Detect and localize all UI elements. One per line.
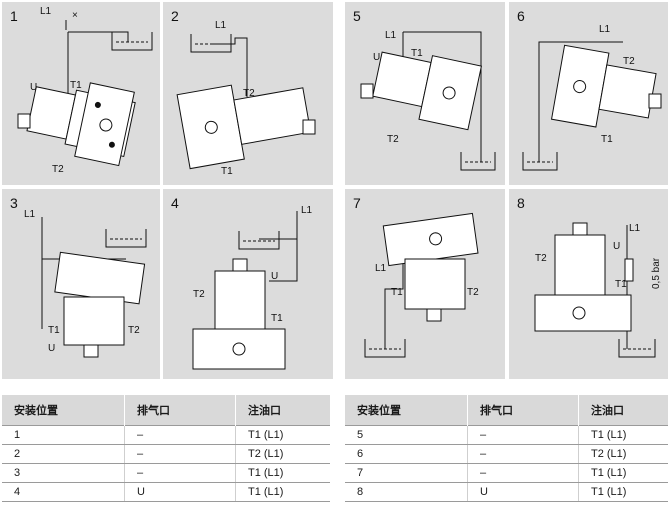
label-T2: T2 [193,289,205,300]
panel-6: 6 L1 T2 T1 [509,2,668,185]
table-row: 5–T1 (L1) [345,425,668,445]
pump-diagram-1: × L1 U T1 T2 [17,6,153,175]
label-L1: L1 [40,6,52,17]
label-T1: T1 [48,325,60,336]
pump-diagram-2: L1 T2 T1 [176,20,316,177]
panel-8: 8 L1 U T2 T1 0,5 bar [509,189,668,379]
panel-number: 5 [353,8,361,24]
header-fill: 注油口 [235,395,330,426]
mounting-table-left: 安装位置 排气口 注油口 1–T1 (L1) 2–T2 (L1) 3–T1 (L… [2,395,330,502]
pump-diagram-5: L1 U T1 T2 [360,30,496,171]
table-row: 6–T2 (L1) [345,444,668,464]
label-T2: T2 [387,134,399,145]
panel-number: 2 [171,8,179,24]
label-T1: T1 [391,287,403,298]
label-L1: L1 [215,20,227,31]
table-row: 2–T2 (L1) [2,444,330,464]
label-L1: L1 [375,263,387,274]
panel-2: 2 L1 T2 T1 [163,2,333,185]
label-U: U [48,343,55,354]
panel-number: 8 [517,195,525,211]
label-T2: T2 [52,164,64,175]
label-L1: L1 [599,24,611,35]
label-T2: T2 [623,56,635,67]
header-position: 安装位置 [2,395,125,426]
panel-3: 3 L1 T1 T2 U [2,189,160,379]
label-T2: T2 [467,287,479,298]
svg-text:×: × [72,10,78,21]
label-T2: T2 [535,253,547,264]
header-fill: 注油口 [578,395,668,426]
label-L1: L1 [301,205,313,216]
label-T1: T1 [411,48,423,59]
pump-diagram-6: L1 T2 T1 [522,24,662,171]
panel-number: 3 [10,195,18,211]
label-L1: L1 [629,223,641,234]
panel-number: 4 [171,195,179,211]
label-T2: T2 [243,88,255,99]
label-U: U [613,241,620,252]
label-T1: T1 [601,134,613,145]
panel-number: 7 [353,195,361,211]
label-U: U [30,82,37,93]
label-U: U [271,271,278,282]
header-position: 安装位置 [345,395,468,426]
panel-4: 4 L1 U T2 T1 [163,189,333,379]
table-row: 3–T1 (L1) [2,463,330,483]
panel-number: 1 [10,8,18,24]
label-T1: T1 [70,80,82,91]
label-T1: T1 [615,279,627,290]
panel-5: 5 L1 U T1 T2 [345,2,505,185]
pump-diagram-8: L1 U T2 T1 0,5 bar [534,222,662,358]
pump-diagram-7: L1 T1 T2 [364,212,479,358]
pump-diagram-4: L1 U T2 T1 [192,205,313,370]
panel-1: 1 × L1 U T1 T2 [2,2,160,185]
header-vent: 排气口 [124,395,236,426]
label-T2: T2 [128,325,140,336]
panel-number: 6 [517,8,525,24]
mounting-table-right: 安装位置 排气口 注油口 5–T1 (L1) 6–T2 (L1) 7–T1 (L… [345,395,668,502]
label-U: U [373,52,380,63]
header-vent: 排气口 [467,395,579,426]
table-row: 1–T1 (L1) [2,425,330,445]
label-T1: T1 [221,166,233,177]
table-row: 7–T1 (L1) [345,463,668,483]
pressure-label: 0,5 bar [651,257,662,289]
label-L1: L1 [385,30,397,41]
panel-7: 7 L1 T1 T2 [345,189,505,379]
label-L1: L1 [24,209,36,220]
pump-diagram-3: L1 T1 T2 U [24,209,147,358]
label-T1: T1 [271,313,283,324]
